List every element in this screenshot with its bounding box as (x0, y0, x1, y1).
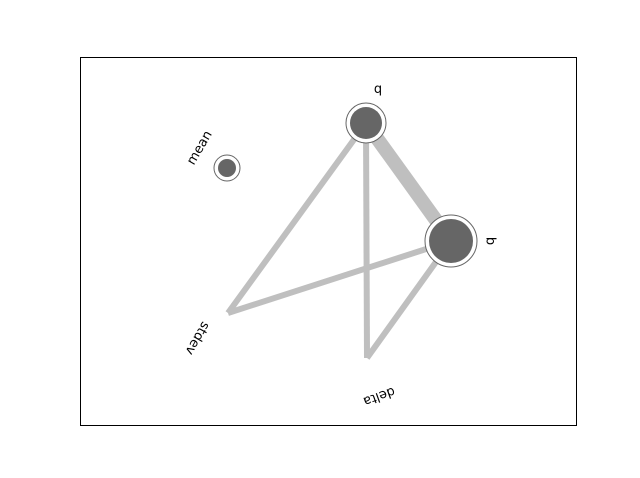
edge-b_top-stdev (225, 121, 369, 315)
node-mean (213, 154, 241, 182)
node-label-b_top: b (374, 82, 382, 97)
node-layer (213, 102, 478, 268)
node-b_top (345, 102, 387, 144)
node-dot-b_right (429, 219, 473, 263)
plot-frame (80, 57, 577, 426)
node-dot-mean (218, 159, 236, 177)
node-dot-b_top (350, 107, 382, 139)
edge-b_right-stdev (227, 238, 452, 316)
node-b_right (424, 214, 478, 268)
edge-b_top-delta (363, 122, 370, 359)
node-label-b_right: b (483, 237, 498, 245)
